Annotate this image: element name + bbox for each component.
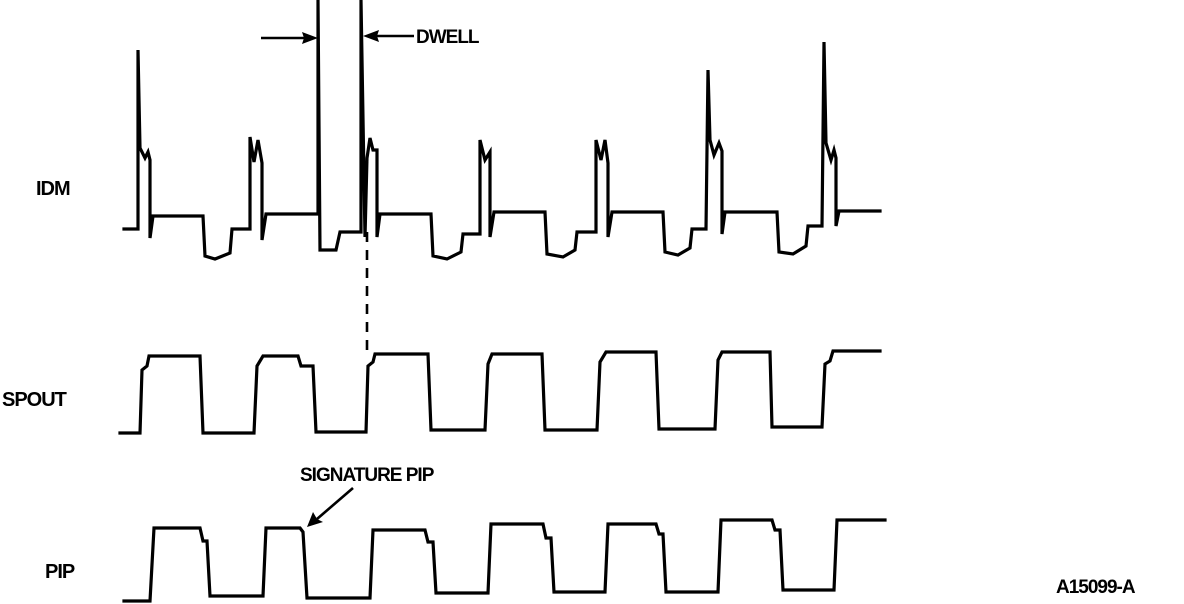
signature-pip-label: SIGNATURE PIP	[300, 465, 435, 486]
dwell-right-arrowhead-icon	[363, 30, 379, 42]
spout-waveform	[118, 349, 882, 435]
idm-waveform	[122, 0, 882, 261]
idm-label: IDM	[36, 178, 70, 200]
pip-waveform	[122, 518, 887, 603]
figure-code-label: A15099-A	[1056, 577, 1136, 598]
dwell-left-arrowhead-icon	[302, 32, 318, 44]
signature-pip-arrowhead-icon	[307, 512, 323, 527]
dwell-label: DWELL	[416, 27, 480, 48]
pip-label: PIP	[45, 561, 75, 583]
signature-pip-pointer-line	[316, 487, 354, 520]
spout-label: SPOUT	[2, 389, 67, 411]
